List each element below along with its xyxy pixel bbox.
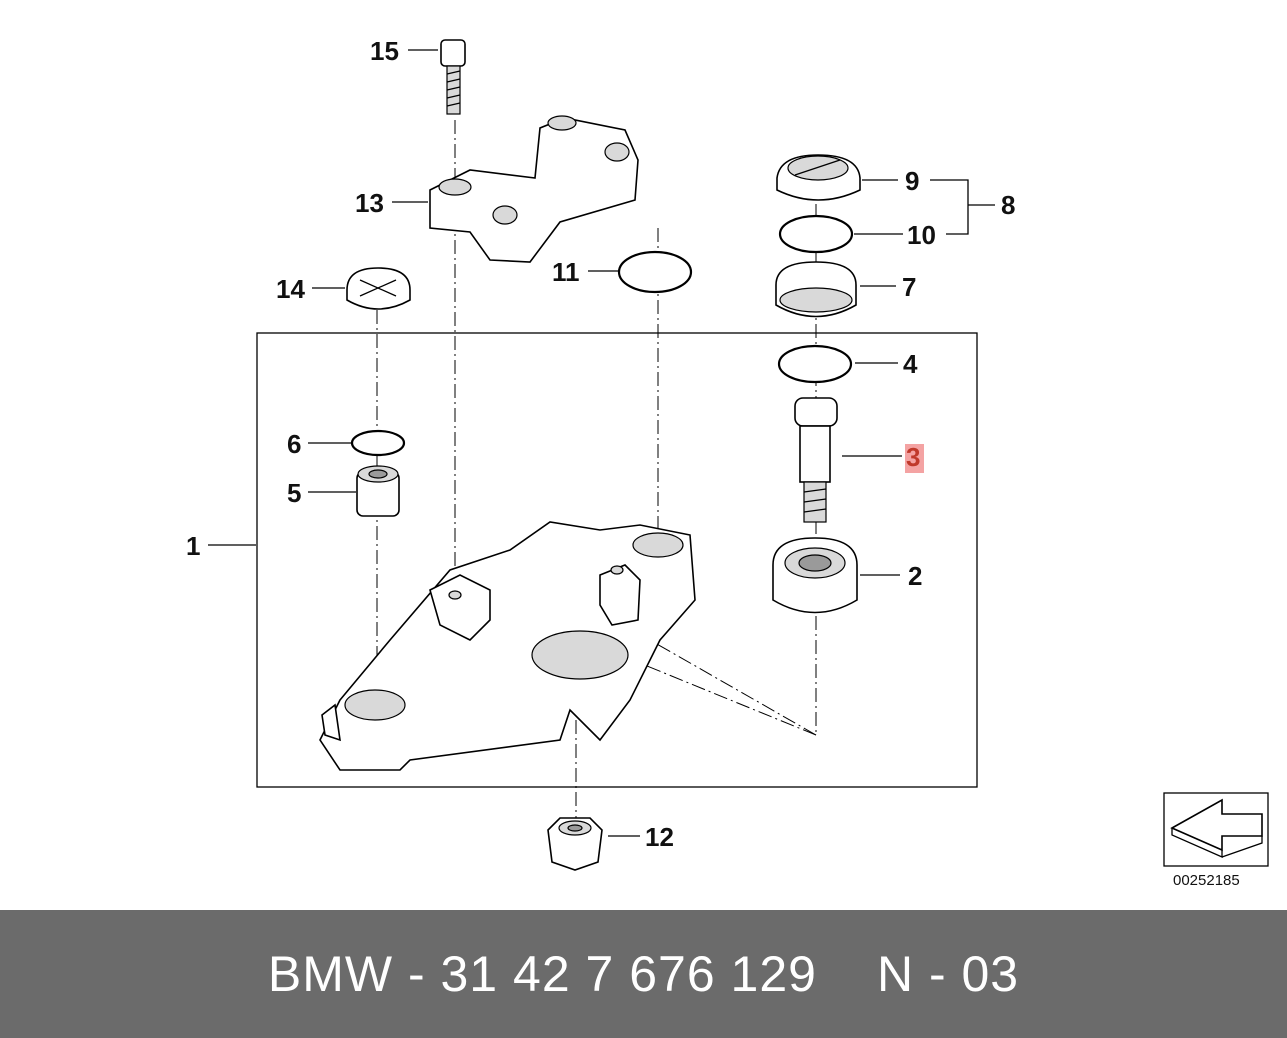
cap-14 — [346, 267, 411, 310]
callout-5: 5 — [287, 478, 301, 508]
callout-10: 10 — [907, 220, 936, 250]
bearing-2 — [772, 537, 858, 614]
callout-8: 8 — [1001, 190, 1015, 220]
callout-11: 11 — [552, 257, 580, 287]
callout-7: 7 — [902, 272, 916, 302]
page-label: N - 03 — [876, 946, 1020, 1002]
circlip-6 — [350, 429, 406, 457]
callout-4: 4 — [903, 349, 918, 379]
o-ring-11 — [617, 250, 693, 294]
plug-7 — [775, 261, 857, 318]
callout-3[interactable]: 3 — [906, 442, 920, 472]
bolt-15 — [440, 39, 466, 115]
callout-15: 15 — [370, 36, 399, 66]
assembly-frame — [256, 332, 978, 788]
direction-arrow-icon — [1163, 792, 1269, 867]
bushing-5 — [356, 465, 400, 517]
triple-clamp-1 — [319, 521, 696, 771]
parts-diagram: 15 13 11 14 6 5 1 9 8 10 7 4 3 2 12 0025… — [186, 36, 1269, 889]
callout-6: 6 — [287, 429, 301, 459]
cover-cap-9 — [776, 154, 861, 201]
handlebar-clamp-13 — [429, 115, 639, 263]
callout-1: 1 — [186, 531, 200, 561]
callout-9: 9 — [905, 166, 919, 196]
callout-3-highlight — [905, 444, 924, 473]
circlip-4 — [777, 344, 853, 384]
callout-12: 12 — [645, 822, 674, 852]
footer-bar: BMW - 31 42 7 676 129 N - 03 — [0, 910, 1287, 1038]
screw-3 — [794, 397, 838, 523]
callout-13: 13 — [355, 188, 384, 218]
callout-14: 14 — [276, 274, 305, 304]
reference-number: 00252185 — [1173, 872, 1240, 889]
ring-10 — [778, 214, 854, 254]
part-number-label: BMW - 31 42 7 676 129 — [267, 946, 817, 1002]
nut-12 — [547, 817, 603, 871]
callout-2: 2 — [908, 561, 922, 591]
